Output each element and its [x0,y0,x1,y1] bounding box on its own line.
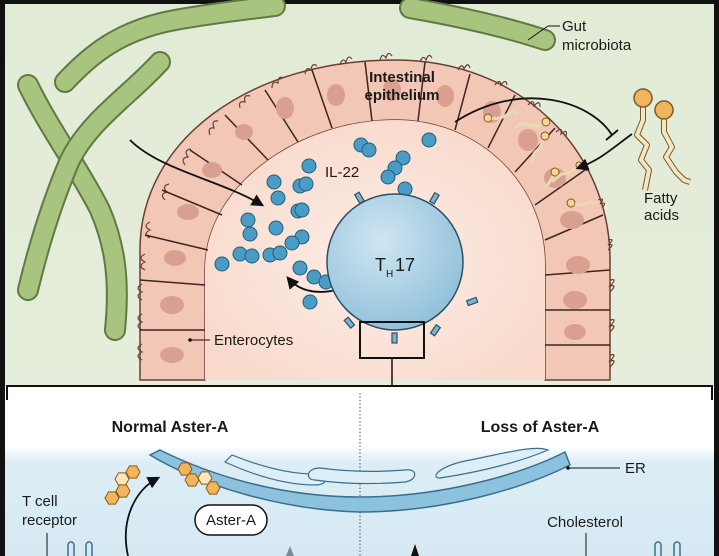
il22-molecule [272,245,288,261]
il22-molecule [214,256,230,272]
intestinal-epithelium-label-line2: epithelium [364,87,439,104]
microbe-chain-4-fill [401,0,554,49]
microbe-chain-3-fill [19,53,169,299]
inhibition-bar [605,129,619,141]
il22-molecule [361,142,377,158]
aster-a-badge: Aster-A [194,504,268,536]
cholesterol-transport-arrow [124,476,161,556]
gut-microbiota-label-line2: microbiota [562,37,632,54]
er-label: ER [625,460,646,477]
il22-molecule [268,220,284,236]
normal-aster-a-title: Normal Aster-A [112,419,229,436]
t-cell-receptor-label-line2: receptor [22,512,77,529]
enterocytes-label: Enterocytes [214,332,293,349]
cholesterol-ring [104,491,120,505]
il22-molecule [240,212,256,228]
fatty-acids-label-line2: acids [644,207,679,224]
th17-label-number: 17 [395,255,415,275]
il22-molecule [294,202,310,218]
fatty-acid-uptake-arrow [575,133,633,171]
top-arrows [129,97,633,293]
cholesterol-ring [177,462,193,476]
il22-molecule [302,294,318,310]
il22-molecule [242,226,258,242]
il22-molecule [380,169,396,185]
il22-molecule [292,260,308,276]
loss-of-aster-a-title: Loss of Aster-A [481,419,600,436]
th17-label-subscript: H [386,269,393,280]
il22-molecule [421,132,437,148]
cholesterol-ring [184,473,200,487]
membrane-receptors [67,541,681,556]
inhibition-arrow [454,97,613,136]
il22-label: IL-22 [325,164,359,181]
cholesterol-ring [125,465,141,479]
cholesterol-ring [205,481,221,495]
endoplasmic-reticulum [148,447,571,513]
il22-molecule [284,235,300,251]
microbiota-to-il22-arrow [129,139,265,207]
intestinal-epithelium-label-line1: Intestinal [369,69,435,86]
fatty-acids-label-line1: Fatty [644,190,678,207]
gut-microbiota-label-line1: Gut [562,18,587,35]
il22-molecule [298,176,314,192]
membrane-spike-left [286,546,294,556]
membrane-spike-mid [411,544,419,556]
il22-molecule [266,174,282,190]
il22-molecule [270,190,286,206]
il22-cytokines [214,132,437,310]
il22-molecule [395,150,411,166]
th17-cell: T H 17 [326,191,479,344]
th17-receptors [343,191,479,344]
gut-microbiota-chains [17,0,556,341]
cell-dividers [139,61,611,346]
cholesterol-molecules [104,462,221,505]
il22-molecule [301,158,317,174]
th17-to-il22-arrow [286,276,337,293]
microbe-chain-1-fill [56,0,284,91]
cholesterol-label: Cholesterol [547,514,623,531]
cholesterol-ring [114,472,130,486]
microbe-chain-2-fill [19,76,126,339]
th17-label-t: T [375,255,386,275]
cholesterol-ring [115,484,131,498]
t-cell-receptor-label-line1: T cell [22,493,58,510]
aster-a-label: Aster-A [206,512,256,529]
il22-molecule [244,248,260,264]
fatty-acids-external [633,88,691,191]
bottom-panel-bracket [6,385,713,400]
